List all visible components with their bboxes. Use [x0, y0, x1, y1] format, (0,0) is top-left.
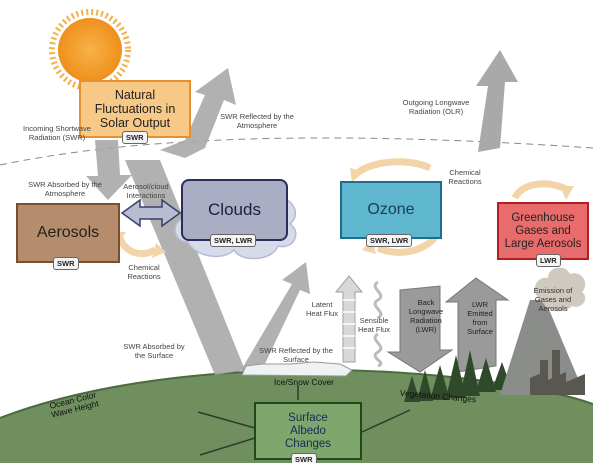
greenhouse-cycle-arrows: [511, 180, 570, 200]
olr-arrow: [476, 50, 518, 152]
ozone-box: Ozone: [340, 181, 442, 239]
lwr-emitted-arrow: [444, 277, 510, 373]
natural-fluctuations-box: Natural Fluctuations in Solar Output: [79, 80, 191, 138]
ice-snow-label: Ice/Snow Cover: [274, 377, 334, 387]
natural-fluctuations-tag: SWR: [122, 131, 148, 144]
surface-albedo-tag: SWR: [291, 453, 317, 463]
sensible-heat-label: Sensible Heat Flux: [357, 316, 391, 334]
aerosols-tag: SWR: [53, 257, 79, 270]
back-lwr-label: Back Longwave Radiation (LWR): [408, 298, 444, 334]
aerosols-label: Aerosols: [36, 224, 100, 241]
back-lwr-arrow: [386, 285, 454, 373]
chemical-reactions-right-label: Chemical Reactions: [448, 168, 482, 186]
natural-fluctuations-label: Natural Fluctuations in Solar Output: [94, 88, 176, 130]
sun-icon: [49, 9, 131, 91]
clouds-label: Clouds: [208, 200, 261, 219]
latent-heat-arrow: [334, 275, 364, 363]
ice-snow-shape: [241, 361, 353, 377]
double-arrow-icon: [120, 198, 182, 228]
aerosol-cloud-label: Aerosol/cloud Interactions: [123, 182, 169, 200]
greenhouse-cycle-heads: [560, 186, 574, 200]
greenhouse-label: Greenhouse Gases and Large Aerosols: [504, 211, 582, 250]
volcano-icon: [500, 267, 586, 395]
swr-reflected-surface-label: SWR Reflected by the Surface: [259, 346, 333, 364]
greenhouse-tag: LWR: [536, 254, 561, 267]
ozone-label: Ozone: [367, 201, 415, 218]
greenhouse-box: Greenhouse Gases and Large Aerosols: [497, 202, 589, 260]
surface-albedo-label: Surface Albedo Changes: [284, 411, 332, 450]
surface-albedo-box: Surface Albedo Changes: [254, 402, 362, 460]
sensible-heat-squiggles: [373, 280, 383, 368]
aerosol-cycle-arrows: [116, 236, 157, 257]
ozone-tag: SWR, LWR: [366, 234, 413, 247]
swr-reflected-surface-arrow: [240, 262, 310, 372]
latent-heat-label: Latent Heat Flux: [305, 300, 339, 318]
lwr-emitted-label: LWR Emitted from Surface: [467, 300, 493, 336]
atmosphere-boundary: [0, 137, 593, 166]
olr-label: Outgoing Longwave Radiation (OLR): [402, 98, 470, 116]
clouds-box: Clouds: [181, 179, 288, 241]
swr-absorbed-atmosphere-label: SWR Absorbed by the Atmosphere: [28, 180, 102, 198]
clouds-tag: SWR, LWR: [210, 234, 257, 247]
trees-icon: [404, 350, 512, 402]
factory-icon: [530, 350, 585, 395]
swr-reflected-atmosphere-label: SWR Reflected by the Atmosphere: [220, 112, 294, 130]
swr-absorbed-surface-label: SWR Absorbed by the Surface: [123, 342, 185, 360]
albedo-leaders: [197, 385, 411, 456]
emission-label: Emission of Gases and Aerosols: [533, 286, 573, 313]
incoming-swr-label: Incoming Shortwave Radiation (SWR): [23, 124, 91, 142]
aerosols-box: Aerosols: [16, 203, 120, 263]
chemical-reactions-left-label: Chemical Reactions: [127, 263, 161, 281]
